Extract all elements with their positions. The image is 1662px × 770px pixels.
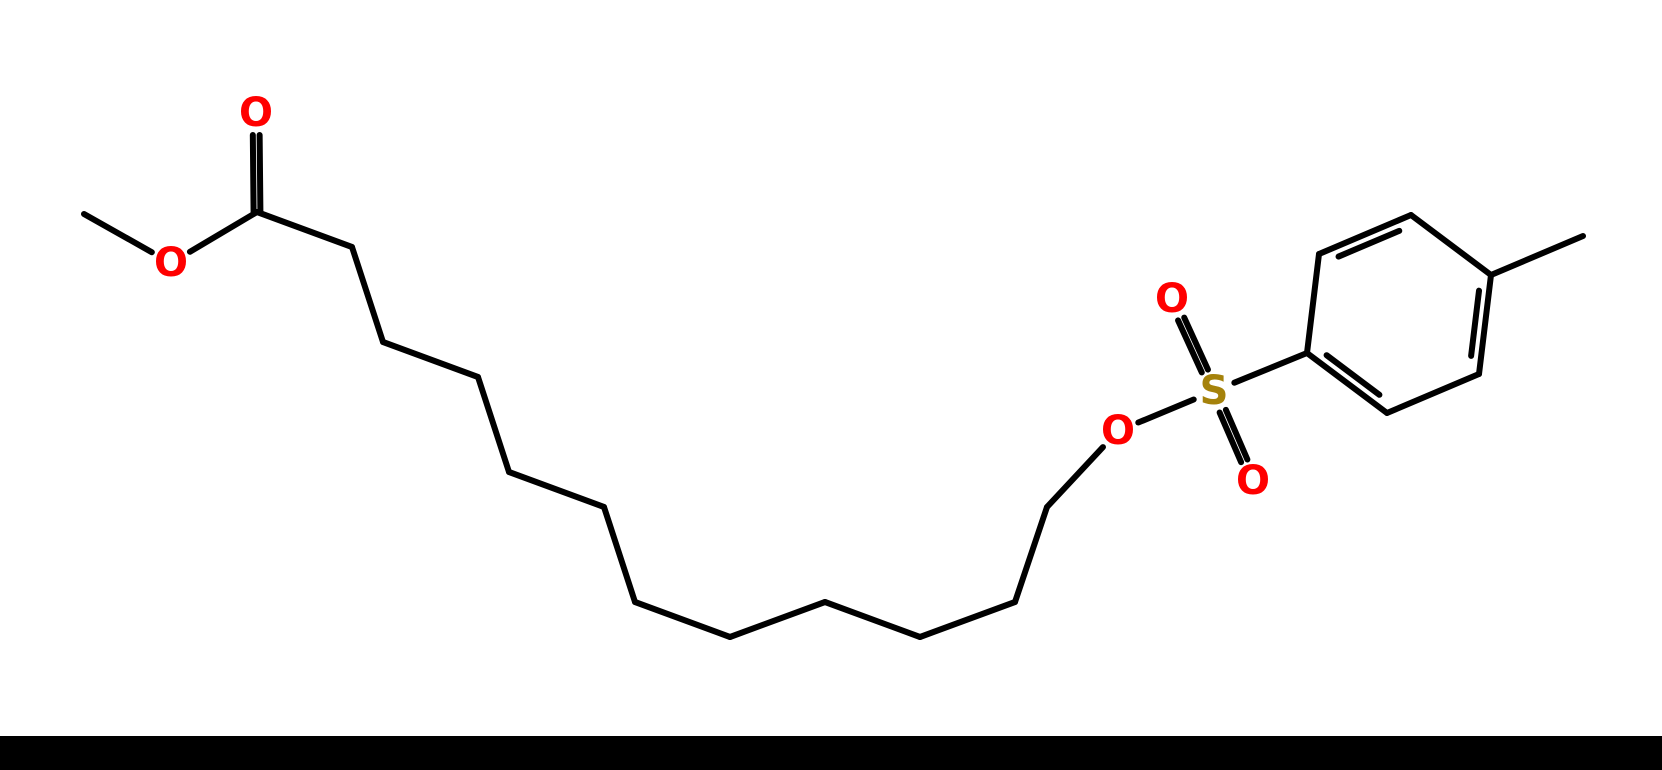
bond — [601, 504, 638, 605]
bond — [1468, 287, 1483, 359]
bond — [1216, 409, 1245, 466]
bond — [475, 374, 512, 475]
bond — [1476, 272, 1494, 377]
atom-label-O: O — [1155, 276, 1189, 322]
bond — [1323, 352, 1383, 398]
bond — [917, 599, 1018, 640]
bond — [249, 132, 257, 216]
bond — [81, 211, 155, 256]
bond — [1135, 396, 1197, 426]
atom-label-O: O — [1236, 458, 1270, 504]
bond — [1012, 504, 1050, 605]
bond — [256, 131, 264, 215]
bond — [1044, 444, 1106, 510]
bond — [380, 339, 481, 380]
bond — [1335, 227, 1403, 260]
bond — [349, 244, 386, 345]
bond — [1304, 251, 1322, 356]
bond — [186, 209, 260, 255]
bond — [506, 469, 607, 510]
bottom-bar — [0, 736, 1662, 770]
bond — [1408, 212, 1494, 278]
bond — [1384, 371, 1482, 416]
bond — [822, 599, 923, 640]
atom-label-O: O — [1101, 408, 1135, 454]
bond — [1316, 212, 1414, 257]
bond — [1231, 350, 1310, 386]
bond — [1175, 317, 1205, 376]
bond — [254, 209, 355, 250]
atom-label-O: O — [239, 90, 273, 136]
bond — [1222, 406, 1251, 463]
atom-label-O: O — [154, 240, 188, 286]
atom-label-S: S — [1200, 368, 1229, 414]
bond — [727, 599, 828, 640]
bond — [1181, 314, 1211, 373]
bond — [1304, 350, 1390, 416]
bond — [632, 599, 733, 640]
bond — [1488, 233, 1586, 278]
